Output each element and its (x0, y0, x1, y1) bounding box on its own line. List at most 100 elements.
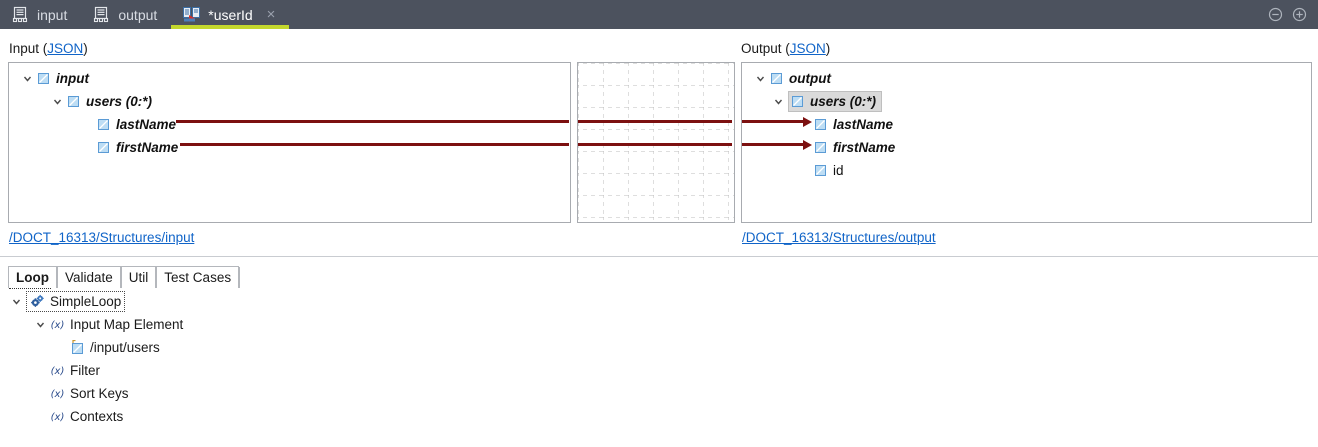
bottom-tab-bar: Loop Validate Util Test Cases (8, 266, 248, 288)
output-schema-tree: output users (0:*) lastName firstNa (742, 63, 1311, 222)
loop-node-label: Filter (70, 363, 100, 378)
tab-loop-focus-underline (9, 287, 51, 289)
tree-node-output[interactable]: output (754, 67, 831, 89)
mapping-wire-lastname-right[interactable] (742, 120, 805, 123)
loop-node-input-map-element[interactable]: (x) Input Map Element (34, 313, 183, 336)
input-path-link[interactable]: /DOCT_16313/Structures/input (9, 230, 195, 245)
tree-node-input[interactable]: input (21, 67, 89, 89)
fx-icon: (x) (50, 363, 65, 378)
schema-element-icon (770, 72, 783, 85)
chevron-down-icon[interactable] (10, 295, 23, 308)
input-schema-tree: input users (0:*) lastName firstName (9, 63, 570, 222)
grid-lines (578, 63, 734, 222)
mapping-wire-lastname-mid[interactable] (578, 120, 732, 123)
structure-icon (93, 6, 110, 23)
tree-node-firstname[interactable]: firstName (81, 136, 178, 158)
input-json-link[interactable]: JSON (47, 41, 84, 56)
input-schema-panel[interactable]: input users (0:*) lastName firstName (8, 62, 571, 223)
mapping-arrowhead-lastname (803, 116, 812, 127)
loop-node-label: Sort Keys (70, 386, 129, 401)
tree-node-users[interactable]: users (0:*) (772, 90, 883, 112)
loop-node-label: SimpleLoop (50, 294, 122, 309)
tree-node-label: firstName (116, 139, 179, 155)
gears-icon (30, 294, 45, 309)
output-schema-panel[interactable]: output users (0:*) lastName firstNa (741, 62, 1312, 223)
maximize-icon[interactable] (1292, 7, 1307, 22)
schema-element-icon (67, 95, 80, 108)
close-icon[interactable]: × (266, 6, 276, 23)
chevron-down-icon[interactable] (754, 72, 767, 85)
tab-label: input (37, 6, 68, 23)
loop-node-filter[interactable]: (x) Filter (50, 359, 100, 382)
tree-node-label: lastName (116, 116, 177, 132)
mapping-wire-firstname-right[interactable] (742, 143, 805, 146)
output-panel-heading: Output (JSON) (741, 41, 830, 56)
element-ref-icon (70, 339, 85, 355)
svg-text:(x): (x) (51, 389, 65, 400)
fx-icon: (x) (50, 409, 65, 424)
tree-node-label: users (0:*) (86, 93, 153, 109)
loop-node-focus-box[interactable]: SimpleLoop (26, 291, 126, 312)
tree-node-label: firstName (833, 139, 896, 155)
tree-node-firstname[interactable]: firstName (814, 136, 895, 158)
tree-node-users[interactable]: users (0:*) (51, 90, 152, 112)
schema-element-icon (814, 164, 827, 177)
loop-node-input-users[interactable]: /input/users (70, 336, 160, 359)
schema-element-icon (97, 141, 110, 154)
tab-userid[interactable]: *userId × (171, 0, 290, 29)
mapping-wire-firstname-left[interactable] (180, 143, 569, 146)
loop-node-sort-keys[interactable]: (x) Sort Keys (50, 382, 129, 405)
tab-bar-end (239, 267, 248, 288)
chevron-down-icon[interactable] (34, 318, 47, 331)
svg-text:(x): (x) (51, 412, 65, 423)
input-heading-prefix: Input ( (9, 41, 48, 56)
schema-element-icon (97, 118, 110, 131)
tree-node-label: id (833, 162, 844, 178)
tree-node-lastname[interactable]: lastName (81, 113, 176, 135)
tab-output[interactable]: output (81, 0, 171, 29)
schema-element-icon (814, 141, 827, 154)
fx-icon: (x) (50, 317, 65, 332)
loop-node-label: Contexts (70, 409, 124, 424)
schema-element-icon (37, 72, 50, 85)
tree-node-label: output (789, 70, 831, 86)
tree-node-id[interactable]: id (814, 159, 844, 181)
minimize-icon[interactable] (1268, 7, 1283, 22)
chevron-down-icon[interactable] (21, 72, 34, 85)
mapping-icon (183, 6, 201, 23)
output-heading-suffix: ) (825, 41, 831, 56)
mapping-wire-firstname-mid[interactable] (578, 143, 732, 146)
schema-element-icon (814, 118, 827, 131)
svg-text:(x): (x) (51, 366, 65, 377)
tree-node-label: users (0:*) (810, 93, 877, 109)
tab-validate[interactable]: Validate (57, 266, 121, 288)
tab-label: *userId (208, 6, 253, 23)
tree-node-selected-highlight[interactable]: users (0:*) (788, 90, 883, 112)
output-heading-prefix: Output ( (741, 41, 790, 56)
mapping-wire-lastname-left[interactable] (176, 120, 569, 123)
structure-icon (12, 6, 29, 23)
tree-node-label: input (56, 70, 89, 86)
input-panel-heading: Input (JSON) (9, 41, 88, 56)
tab-input[interactable]: input (0, 0, 81, 29)
output-path-link[interactable]: /DOCT_16313/Structures/output (742, 230, 936, 245)
tab-test-cases[interactable]: Test Cases (156, 266, 240, 288)
chevron-down-icon[interactable] (772, 95, 785, 108)
tab-util[interactable]: Util (120, 266, 157, 288)
output-json-link[interactable]: JSON (789, 41, 826, 56)
loop-node-simpleloop[interactable]: SimpleLoop (10, 290, 126, 313)
tree-node-lastname[interactable]: lastName (814, 113, 893, 135)
tree-node-label: lastName (833, 116, 894, 132)
loop-configuration-tree: SimpleLoop (x) Input Map Element /input/… (0, 290, 1318, 447)
tab-label: output (118, 6, 158, 23)
editor-tab-bar: input output (0, 0, 1318, 29)
svg-text:(x): (x) (51, 320, 65, 331)
window-controls (1268, 0, 1318, 29)
loop-node-label: Input Map Element (70, 317, 184, 332)
loop-node-contexts[interactable]: (x) Contexts (50, 405, 124, 428)
fx-icon: (x) (50, 386, 65, 401)
input-heading-suffix: ) (83, 41, 88, 56)
tab-loop[interactable]: Loop (8, 266, 57, 288)
mapping-grid-panel[interactable] (577, 62, 735, 223)
chevron-down-icon[interactable] (51, 95, 64, 108)
